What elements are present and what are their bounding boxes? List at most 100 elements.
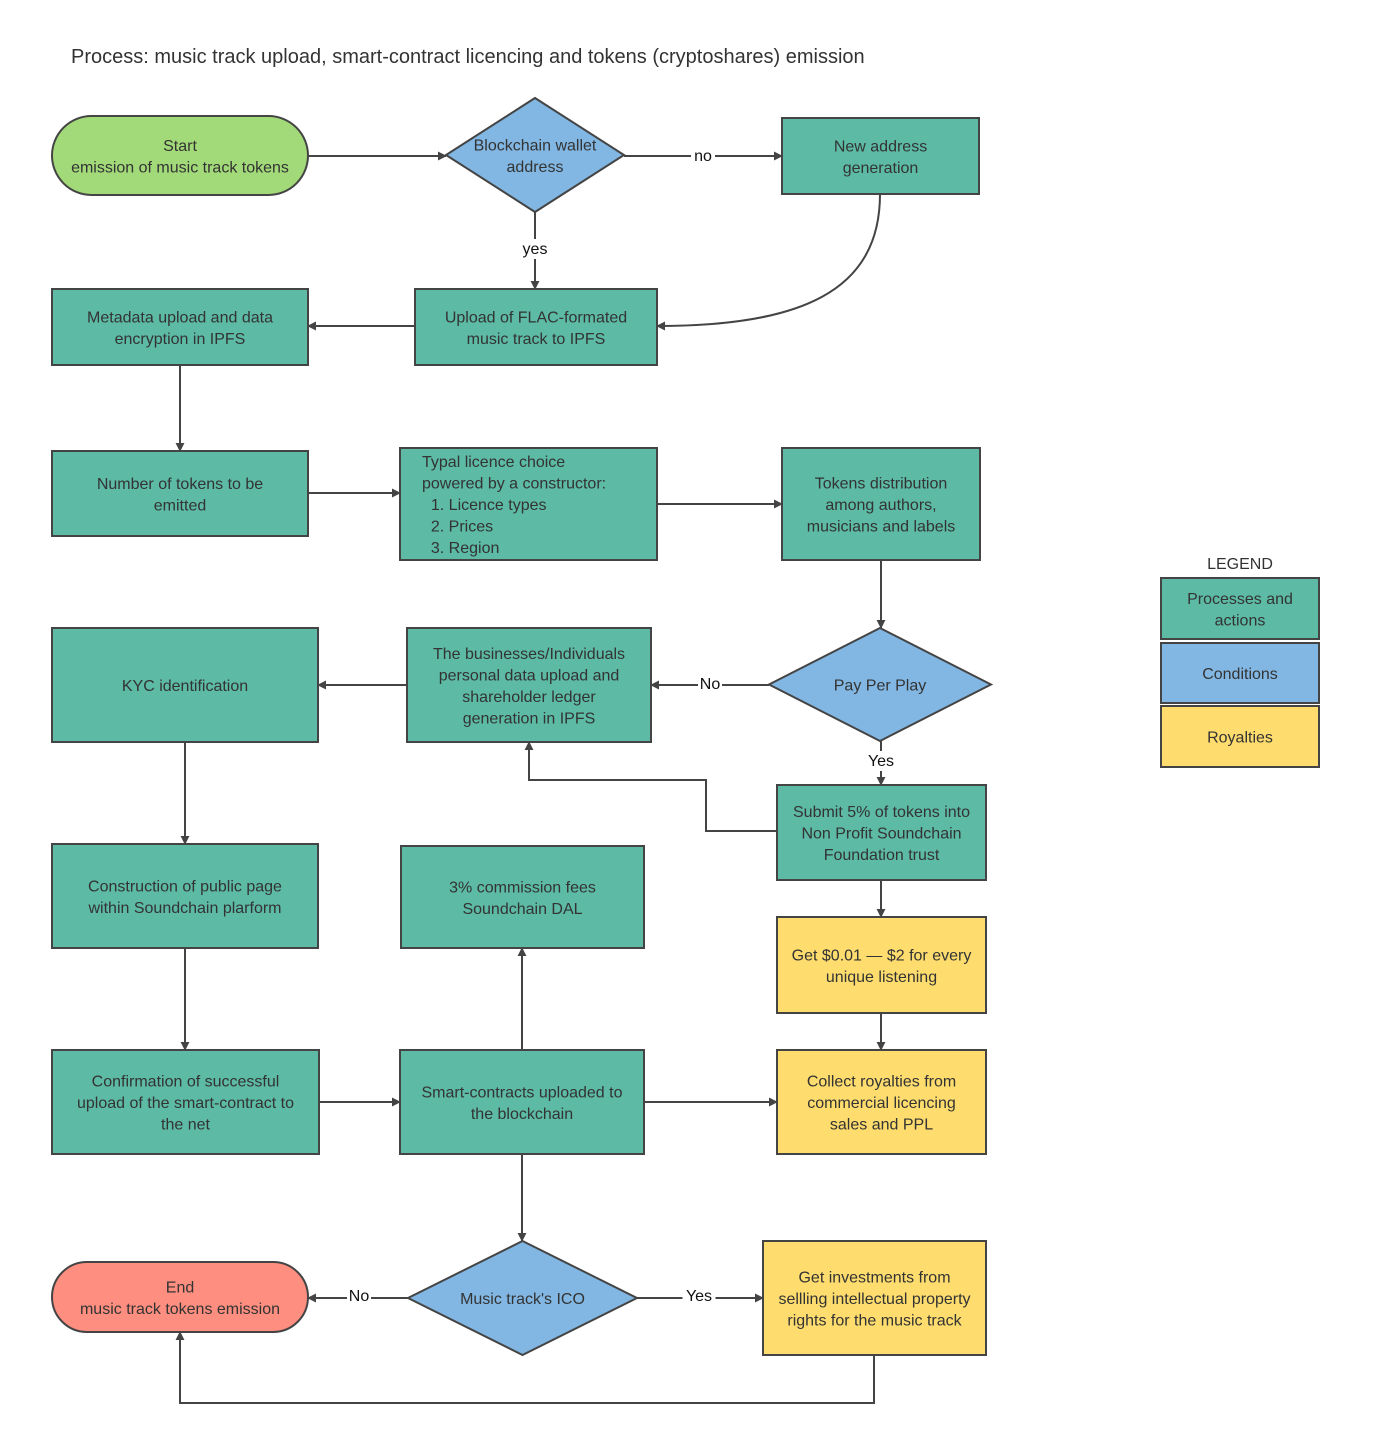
node-licence-text: powered by a constructor:: [422, 476, 606, 493]
node-ppp: Pay Per Play: [766, 626, 994, 743]
node-confirmation-text: the net: [161, 1117, 210, 1134]
legend: LEGEND Processes andactionsConditionsRoy…: [1160, 556, 1320, 768]
edge-label-bg: [864, 751, 898, 771]
legend-item-condition-swatch: [1160, 642, 1320, 704]
node-investments-text: rights for the music track: [787, 1313, 962, 1330]
node-metadata-shape: [51, 288, 309, 366]
edge-ppp-to-submit: Yes: [864, 741, 898, 786]
node-new-address-text: New address: [834, 138, 927, 155]
edge-ico-to-investments: Yes: [637, 1286, 764, 1306]
node-commission-shape: [400, 845, 645, 949]
node-ppp-shape: [766, 626, 994, 743]
node-collect-text: sales and PPL: [830, 1117, 933, 1134]
node-personal-data-text: The businesses/Individuals: [433, 646, 625, 663]
node-investments-shape: [762, 1240, 987, 1356]
legend-item-process-label: actions: [1215, 612, 1266, 629]
node-metadata: Metadata upload and data encryption in IP…: [51, 288, 309, 366]
node-commission-text: Soundchain DAL: [462, 901, 582, 918]
edge-investments-to-end: [175, 1331, 875, 1404]
node-ico: Music track's ICO: [405, 1239, 640, 1357]
node-new-address: New address generation: [781, 117, 980, 195]
edge-label-bg: [698, 674, 722, 694]
node-flac-text: Upload of FLAC-formated: [445, 309, 627, 326]
node-smart-contracts-text: the blockchain: [471, 1106, 573, 1123]
node-tokens-number-text: Number of tokens to be: [97, 476, 263, 493]
legend-item-royalty: Royalties: [1160, 705, 1320, 768]
edge-submit-to-personal-data: [524, 741, 777, 832]
edge-label: Yes: [686, 1288, 712, 1305]
node-commission-text: 3% commission fees: [449, 879, 596, 896]
node-public-page-text: Construction of public page: [88, 878, 282, 895]
node-start-text: emission of music track tokens: [71, 159, 289, 176]
legend-item-royalty-swatch: [1160, 705, 1320, 768]
node-licence-text: 2. Prices: [422, 519, 493, 536]
edge-ppp-to-personal-data: No: [650, 674, 769, 694]
node-licence-text: 1. Licence types: [422, 497, 547, 514]
node-smart-contracts: Smart-contracts uploaded to the blockchai…: [399, 1049, 645, 1155]
node-public-page-text: within Soundchain plarform: [88, 900, 282, 917]
node-licence-text: Typal licence choice: [422, 454, 565, 471]
node-get-per-listen-shape: [776, 916, 987, 1014]
edge-label-bg: [682, 1286, 716, 1306]
node-flac: Upload of FLAC-formated music track to IP…: [414, 288, 658, 366]
node-new-address-text: generation: [843, 160, 919, 177]
node-flac-text: music track to IPFS: [467, 331, 606, 348]
node-metadata-text: encryption in IPFS: [115, 331, 246, 348]
edge-line: [175, 1331, 875, 1404]
node-public-page: Construction of public page within Soundc…: [51, 843, 319, 949]
node-ico-shape: [405, 1239, 640, 1357]
legend-item-process-label: Processes and: [1187, 591, 1293, 608]
diagram-title: Process: music track upload, smart-contr…: [71, 46, 865, 68]
node-licence: Typal licence choice powered by a constru…: [399, 447, 658, 561]
node-wallet: Blockchain wallet address: [444, 96, 626, 214]
node-collect-shape: [776, 1049, 987, 1155]
node-metadata-text: Metadata upload and data: [87, 309, 273, 326]
node-collect-text: commercial licencing: [807, 1095, 956, 1112]
edge-label-bg: [518, 239, 552, 259]
node-confirmation-shape: [51, 1049, 320, 1155]
edge-label: no: [694, 148, 712, 165]
node-get-per-listen: Get $0.01 — $2 for every unique listening: [776, 916, 987, 1014]
node-confirmation-text: Confirmation of successful: [92, 1074, 280, 1091]
node-personal-data-text: personal data upload and: [439, 667, 620, 684]
node-wallet-text: address: [507, 159, 564, 176]
node-start-shape: [51, 115, 309, 196]
node-end-text: music track tokens emission: [80, 1301, 280, 1318]
node-smart-contracts-text: Smart-contracts uploaded to: [422, 1084, 623, 1101]
node-personal-data-shape: [406, 627, 652, 743]
legend-item-condition-label: Conditions: [1202, 666, 1278, 683]
node-personal-data: The businesses/Individuals personal data …: [406, 627, 652, 743]
node-confirmation-text: upload of the smart-contract to: [77, 1095, 294, 1112]
edge-label-bg: [691, 146, 715, 166]
node-submit-text: Submit 5% of tokens into: [793, 804, 970, 821]
edge-label: No: [700, 676, 721, 693]
node-wallet-shape: [444, 96, 626, 214]
node-public-page-shape: [51, 843, 319, 949]
legend-item-process-swatch: [1160, 577, 1320, 640]
node-get-per-listen-text: unique listening: [826, 969, 937, 986]
node-flac-shape: [414, 288, 658, 366]
node-kyc: KYC identification: [51, 627, 319, 743]
node-wallet-text: Blockchain wallet: [474, 137, 597, 154]
node-end-shape: [51, 1261, 309, 1333]
node-ppp-text: Pay Per Play: [834, 678, 926, 695]
node-confirmation: Confirmation of successful upload of the …: [51, 1049, 320, 1155]
edge-wallet-to-flac: yes: [518, 212, 552, 290]
node-distribution-text: Tokens distribution: [815, 476, 948, 493]
node-submit-shape: [776, 784, 987, 881]
node-licence-shape: [399, 447, 658, 561]
node-submit-text: Foundation trust: [824, 847, 940, 864]
node-ico-text: Music track's ICO: [460, 1291, 585, 1308]
legend-item-process: Processes and actions: [1160, 577, 1320, 640]
edge-label: yes: [523, 241, 548, 258]
node-investments-text: sellling intellectual property: [778, 1291, 970, 1308]
node-distribution-text: musicians and labels: [807, 519, 956, 536]
node-get-per-listen-text: Get $0.01 — $2 for every: [792, 947, 972, 964]
